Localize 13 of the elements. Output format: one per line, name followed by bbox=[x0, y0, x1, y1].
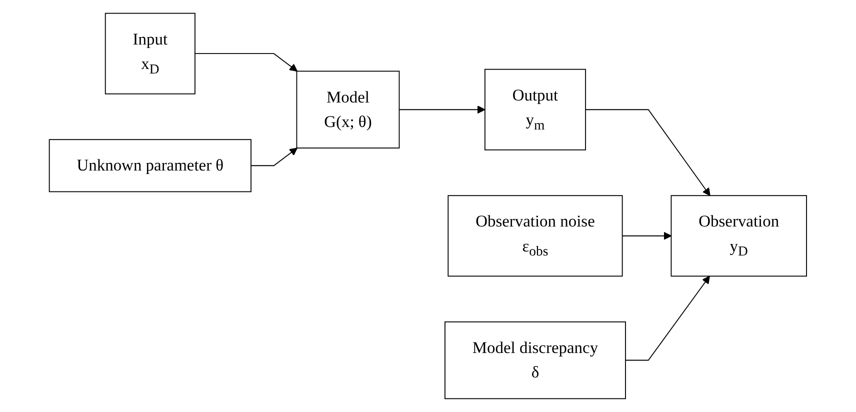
arrow bbox=[625, 276, 710, 361]
node-box: Observation noise ε$_{obs}$ bbox=[448, 195, 623, 277]
node-box: Observation y$_{D}$ bbox=[670, 195, 808, 277]
arrow bbox=[622, 232, 672, 240]
arrow bbox=[194, 53, 298, 72]
arrow bbox=[398, 106, 486, 114]
node-box: Model G(x; θ) bbox=[296, 70, 400, 148]
arrow bbox=[250, 148, 298, 166]
arrow bbox=[585, 109, 710, 196]
node-box: Model discrepancy δ bbox=[444, 321, 626, 400]
node-box: Input x$_{D}$ bbox=[104, 12, 196, 94]
node-box: Unknown parameter θ bbox=[48, 139, 252, 192]
node-box: Output y$_{m}$ bbox=[484, 68, 586, 150]
